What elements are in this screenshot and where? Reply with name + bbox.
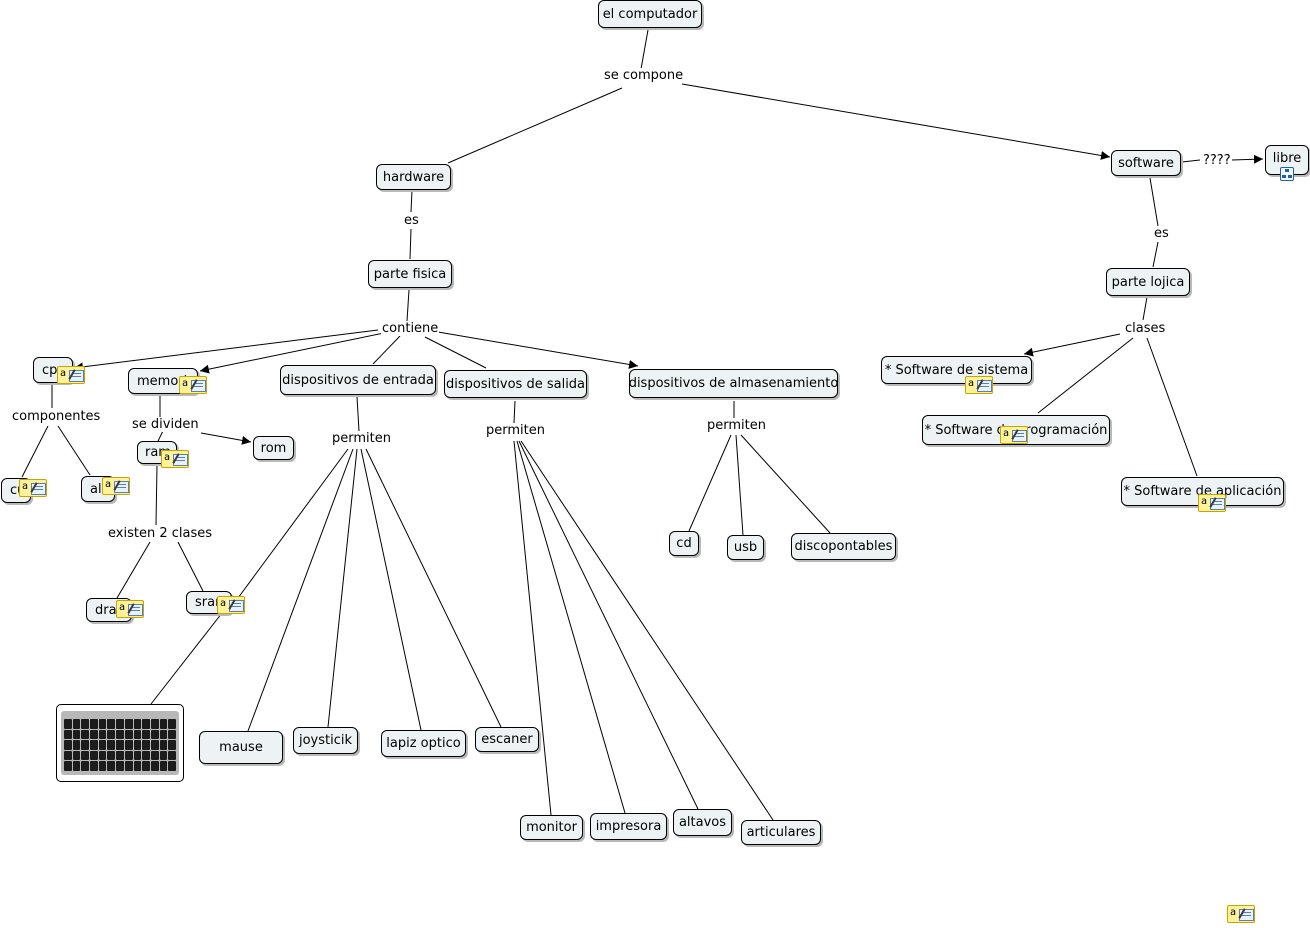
node-hardware[interactable]: hardware: [376, 164, 451, 190]
link-componentes: componentes: [11, 409, 102, 424]
line-sedividen-rom: [200, 432, 252, 445]
node-monitor[interactable]: monitor: [520, 815, 583, 840]
link-existen-2-clases: existen 2 clases: [107, 526, 213, 541]
node-parte-fisica[interactable]: parte fisica: [368, 260, 452, 288]
line-es-partefisica: [409, 228, 412, 260]
line-hardware-es: [410, 189, 413, 213]
note-icon[interactable]: a: [19, 479, 47, 497]
link-clases: clases: [1124, 321, 1167, 336]
link-permiten-salida: permiten: [485, 423, 546, 438]
note-icon[interactable]: a: [57, 366, 85, 384]
line-permiten-altavos: [518, 440, 699, 810]
note-icon[interactable]: a: [116, 600, 144, 618]
node-rom[interactable]: rom: [253, 436, 294, 460]
line-permiten-sram: [237, 448, 349, 599]
line-permiten-escaner: [365, 448, 502, 728]
line-software-es: [1149, 177, 1159, 227]
line-sedividen-ram: [157, 430, 164, 442]
link-se-dividen: se dividen: [131, 417, 200, 432]
note-icon[interactable]: a: [965, 376, 993, 394]
line-componentes-al: [57, 425, 91, 476]
node-joysticik[interactable]: joysticik: [293, 727, 358, 754]
line-secompone-software: [681, 83, 1111, 160]
line-secompone-hardware: [447, 87, 623, 164]
line-componentes-cu: [21, 425, 49, 478]
line-permiten-cd: [688, 434, 732, 532]
node-dispositivos-entrada[interactable]: dispositivos de entrada: [280, 365, 436, 395]
node-lapiz-optico[interactable]: lapiz optico: [381, 730, 466, 757]
link-se-compone: se compone: [603, 68, 685, 83]
line-permiten-articulares: [520, 440, 774, 821]
node-parte-lojica[interactable]: parte lojica: [1106, 268, 1190, 296]
submap-icon[interactable]: [1280, 167, 1294, 181]
node-dispositivos-salida[interactable]: dispositivos de salida: [444, 370, 587, 398]
line-es-partelojica: [1152, 241, 1159, 268]
keyboard-image[interactable]: [56, 704, 184, 782]
node-mause[interactable]: mause: [199, 731, 283, 764]
node-dispositivos-almasenamiento[interactable]: dispositivos de almasenamiento: [629, 369, 838, 398]
node-el-computador[interactable]: el computador: [598, 0, 702, 28]
note-icon[interactable]: a: [1000, 426, 1028, 444]
line-clases-sistema: [1023, 333, 1121, 357]
node-cd[interactable]: cd: [669, 531, 699, 556]
line-permiten-disco: [740, 434, 831, 534]
note-icon[interactable]: a: [161, 450, 189, 468]
note-icon[interactable]: a: [1227, 905, 1255, 923]
line-permiten-lapiz: [360, 448, 422, 731]
line-salida-permiten: [513, 400, 516, 424]
line-question-libre: [1231, 154, 1264, 164]
node-discopontables[interactable]: discopontables: [791, 533, 896, 560]
line-contiene-cpu: [73, 329, 379, 372]
line-ram-existen: [155, 464, 158, 526]
link-question: ????: [1202, 153, 1232, 168]
line-permiten-impresora: [516, 440, 626, 814]
line-permiten-monitor: [513, 440, 552, 816]
line-contiene-almac: [437, 331, 639, 369]
line-existen-sram: [177, 541, 204, 592]
line-clases-aplicacion: [1146, 337, 1198, 477]
line-partelojica-clases: [1142, 296, 1148, 321]
node-software-sistema[interactable]: * Software de sistema: [881, 356, 1032, 384]
line-existen-dram: [116, 541, 151, 599]
line-permiten-usb: [735, 434, 744, 536]
line-computador-secompone: [640, 29, 649, 70]
node-usb[interactable]: usb: [727, 535, 764, 560]
link-es-hardware: es: [403, 213, 420, 228]
node-software[interactable]: software: [1111, 150, 1181, 176]
note-icon[interactable]: a: [1198, 494, 1226, 512]
link-permiten-almac: permiten: [706, 418, 767, 433]
node-altavos[interactable]: altavos: [673, 809, 732, 836]
line-permiten-joysticik: [327, 448, 358, 728]
node-articulares[interactable]: articulares: [741, 820, 821, 845]
note-icon[interactable]: a: [217, 596, 245, 614]
node-software-aplicacion[interactable]: * Software de aplicación: [1121, 477, 1284, 506]
node-escaner[interactable]: escaner: [475, 727, 539, 752]
link-es-software: es: [1153, 226, 1170, 241]
line-sram-keyboard: [150, 612, 223, 705]
line-partefisica-contiene: [406, 289, 410, 322]
line-entrada-permiten: [356, 396, 360, 432]
line-software-question: [1181, 159, 1201, 163]
line-clases-programacion: [1037, 337, 1134, 414]
link-contiene: contiene: [381, 321, 440, 336]
line-permiten-mause: [247, 448, 354, 732]
line-contiene-memoria: [199, 332, 385, 374]
note-icon[interactable]: a: [102, 477, 130, 495]
line-contiene-entrada: [372, 335, 401, 365]
node-impresora[interactable]: impresora: [590, 813, 667, 840]
keyboard-keys: [64, 719, 176, 771]
note-icon[interactable]: a: [179, 376, 207, 394]
node-libre[interactable]: libre: [1265, 145, 1309, 175]
link-permiten-entrada: permiten: [331, 431, 392, 446]
line-contiene-salida: [424, 336, 487, 369]
